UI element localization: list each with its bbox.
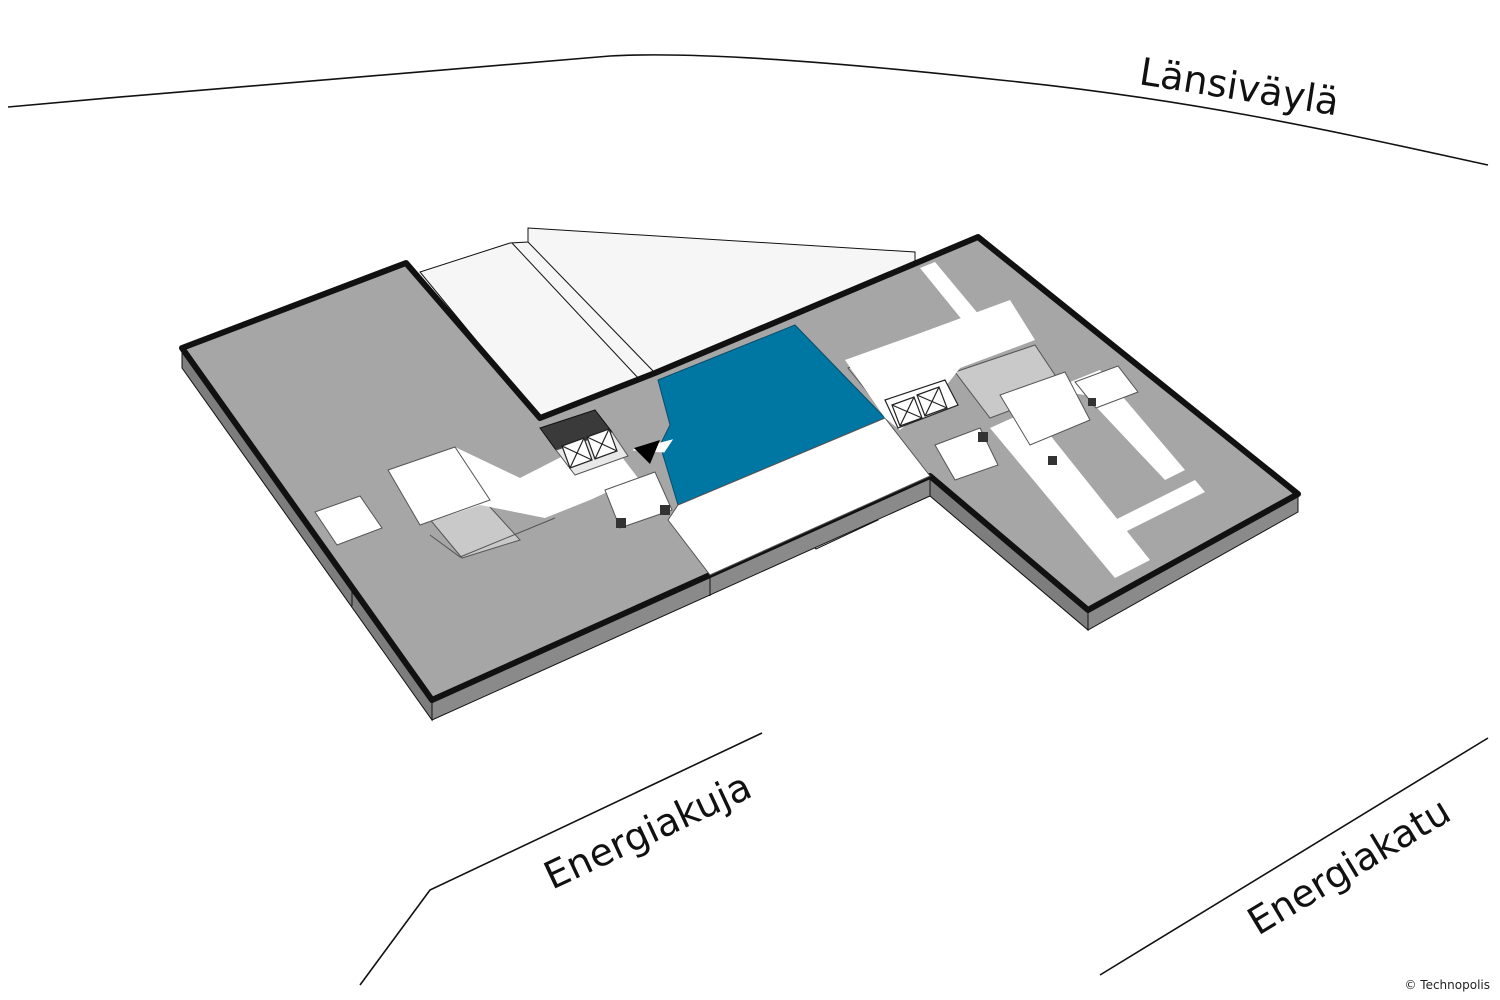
core-marker-3: [978, 432, 988, 442]
terrace-stripe-2: [527, 241, 656, 374]
street-energiakuja-line: [359, 732, 763, 986]
core-marker-1: [616, 518, 626, 528]
interior: [314, 262, 1205, 578]
core-lower: [604, 471, 673, 529]
street-label-energiakuja: Energiakuja: [537, 764, 758, 898]
elevator-group-east: [884, 379, 959, 429]
copyright-notice: © Technopolis: [1404, 978, 1490, 992]
street-label-energiakatu: Energiakatu: [1240, 789, 1458, 944]
street-energiakatu-line: [1099, 737, 1489, 976]
core-marker-2: [660, 505, 670, 515]
elevator-icon: [561, 437, 593, 469]
elevator-icon: [891, 396, 923, 427]
you-are-here-arrow-icon: [632, 439, 674, 464]
partition-west: [429, 517, 556, 558]
room-west-white: [387, 446, 491, 526]
core-marker-4: [1048, 456, 1057, 465]
room-west-alcove: [314, 495, 383, 546]
elevator-group-west: [561, 428, 618, 469]
terrace-stripe-1: [511, 242, 641, 381]
room-east-lobby: [999, 371, 1091, 446]
corridor-east-branch: [1115, 480, 1205, 532]
core-marker-5: [1088, 398, 1096, 406]
corridor-east-upper: [1050, 370, 1185, 480]
corridor-east-vertical: [920, 262, 1000, 348]
corridor-east-diagonal: [990, 410, 1150, 578]
elevator-icon: [586, 428, 618, 460]
corridor-south: [667, 417, 931, 576]
elevator-icon: [916, 386, 948, 417]
